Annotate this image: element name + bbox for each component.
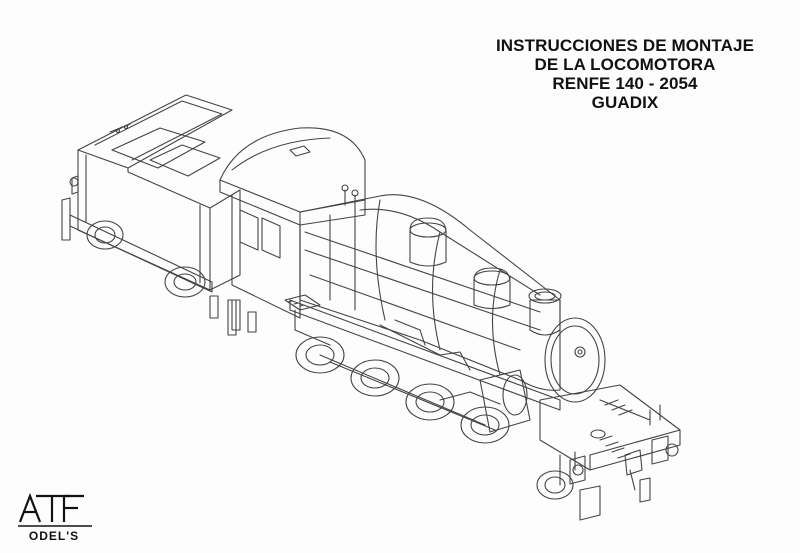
document-title: INSTRUCCIONES DE MONTAJE DE LA LOCOMOTOR… [470,36,780,112]
title-line-1: INSTRUCCIONES DE MONTAJE [495,36,755,55]
cab [219,127,366,336]
title-line-3: RENFE 140 - 2054 [552,74,698,93]
front-deck [539,384,681,521]
logo-subtext: ODEL'S [29,529,79,543]
title-line-4: GUADIX [591,93,659,112]
running-gear [289,299,574,500]
atf-models-logo: ODEL'S [18,492,92,543]
tender [61,94,241,331]
title-line-2: DE LA LOCOMOTORA [534,55,716,74]
walkway [284,294,426,346]
